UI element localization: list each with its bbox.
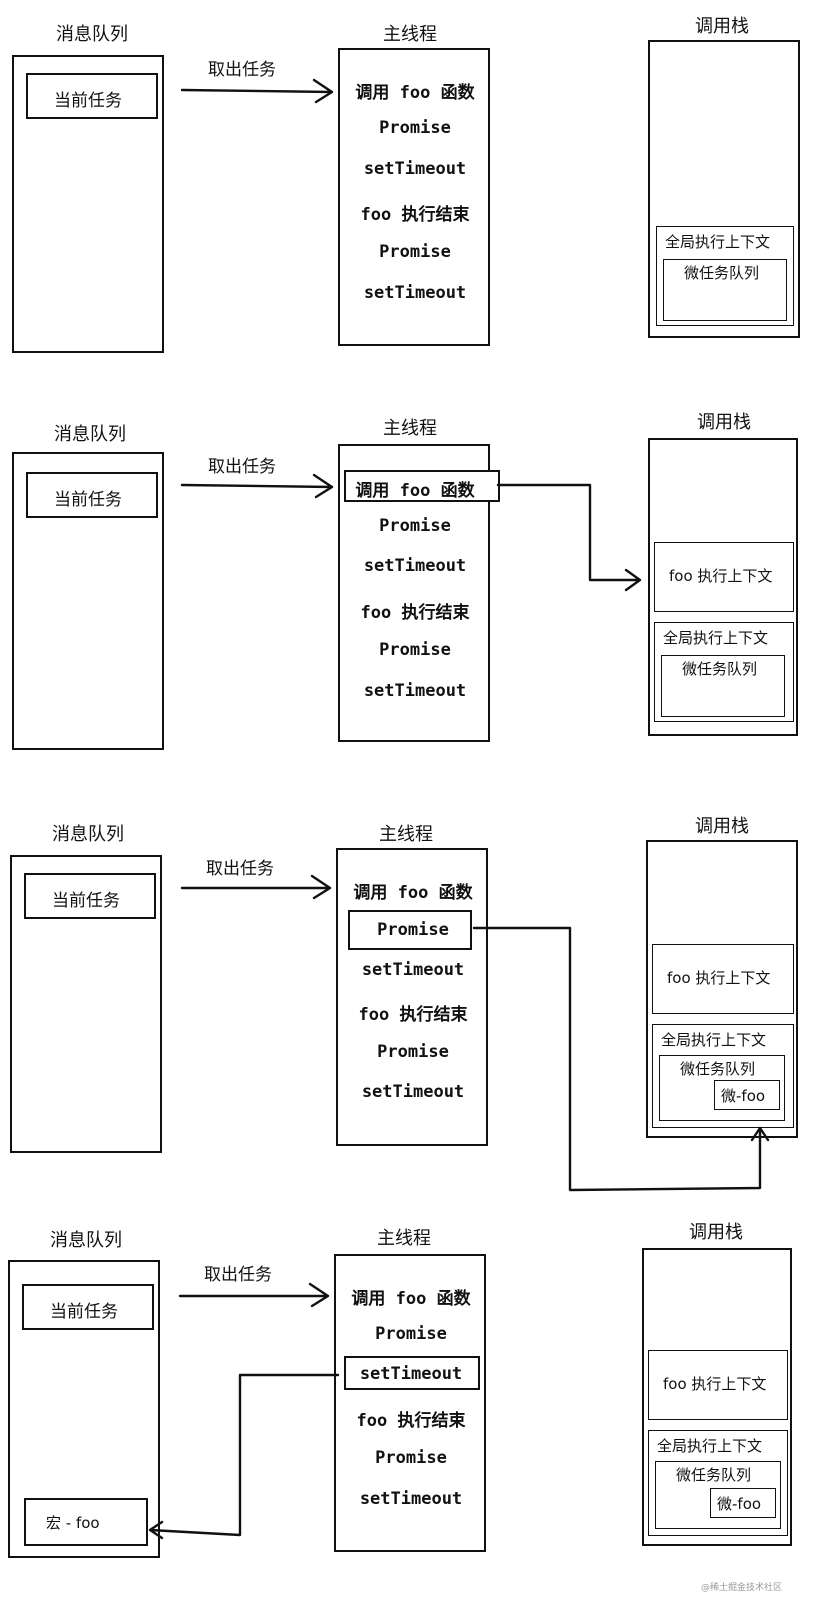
- current-task-label: 当前任务: [50, 1302, 118, 1322]
- message-queue-heading: 消息队列: [50, 1230, 122, 1251]
- task-item: 调用 foo 函数: [355, 481, 475, 501]
- microtask-queue-box: 微任务队列: [663, 259, 787, 321]
- current-task-box: 当前任务: [26, 472, 158, 518]
- task-item: setTimeout: [359, 1364, 463, 1384]
- watermark: @稀土掘金技术社区: [700, 1583, 782, 1593]
- main-thread-box: 调用 foo 函数 Promise setTimeout foo 执行结束 Pr…: [334, 1254, 486, 1552]
- task-item: Promise: [375, 1448, 447, 1468]
- task-item: 调用 foo 函数: [353, 883, 473, 903]
- call-stack-box: foo 执行上下文 全局执行上下文 微任务队列: [648, 438, 798, 736]
- main-thread-heading: 主线程: [377, 1228, 431, 1249]
- main-thread-heading: 主线程: [383, 24, 437, 45]
- call-stack-heading: 调用栈: [695, 816, 749, 837]
- message-queue-box: 当前任务: [10, 855, 162, 1153]
- task-item: setTimeout: [363, 681, 467, 701]
- call-stack-box: foo 执行上下文 全局执行上下文 微任务队列 微-foo: [642, 1248, 792, 1546]
- micro-foo-label: 微-foo: [721, 1087, 766, 1105]
- task-item: Promise: [379, 118, 451, 138]
- task-item: setTimeout: [359, 1489, 463, 1509]
- current-task-label: 当前任务: [52, 891, 120, 911]
- task-item: Promise: [377, 1042, 449, 1062]
- take-task-label: 取出任务: [208, 457, 276, 477]
- global-context-box: 全局执行上下文 微任务队列 微-foo: [652, 1024, 794, 1128]
- task-item: foo 执行结束: [360, 205, 470, 225]
- panel-2: 消息队列 当前任务 取出任务 主线程 调用 foo 函数 Promise set…: [0, 400, 822, 800]
- task-item: Promise: [375, 1324, 447, 1344]
- foo-context-box: foo 执行上下文: [648, 1350, 788, 1420]
- task-item: Promise: [379, 640, 451, 660]
- global-context-label: 全局执行上下文: [657, 1437, 763, 1455]
- global-context-label: 全局执行上下文: [665, 233, 771, 251]
- message-queue-box: 当前任务 宏 - foo: [8, 1260, 160, 1558]
- global-context-box: 全局执行上下文 微任务队列: [654, 622, 794, 722]
- task-item: foo 执行结束: [356, 1411, 466, 1431]
- message-queue-box: 当前任务: [12, 452, 164, 750]
- microtask-queue-box: 微任务队列 微-foo: [655, 1461, 781, 1529]
- microtask-queue-box: 微任务队列: [661, 655, 785, 717]
- task-item: Promise: [377, 920, 449, 940]
- task-item: setTimeout: [363, 283, 467, 303]
- call-stack-heading: 调用栈: [697, 412, 751, 433]
- highlight-box: [344, 1356, 480, 1390]
- macro-foo-box: 宏 - foo: [24, 1498, 148, 1546]
- take-task-label: 取出任务: [206, 859, 274, 879]
- current-task-box: 当前任务: [26, 73, 158, 119]
- message-queue-heading: 消息队列: [52, 824, 124, 845]
- take-task-label: 取出任务: [204, 1265, 272, 1285]
- call-stack-heading: 调用栈: [695, 16, 749, 37]
- task-item: 调用 foo 函数: [351, 1289, 471, 1309]
- main-thread-box: 调用 foo 函数 Promise setTimeout foo 执行结束 Pr…: [338, 444, 500, 742]
- message-queue-box: 当前任务: [12, 55, 164, 353]
- micro-foo-box: 微-foo: [710, 1488, 776, 1518]
- microtask-queue-box: 微任务队列 微-foo: [659, 1055, 785, 1121]
- task-item: setTimeout: [363, 159, 467, 179]
- highlight-box: [348, 910, 472, 950]
- main-thread-box: 调用 foo 函数 Promise setTimeout foo 执行结束 Pr…: [336, 848, 488, 1146]
- task-item: Promise: [379, 516, 451, 536]
- task-item: foo 执行结束: [358, 1005, 468, 1025]
- current-task-box: 当前任务: [22, 1284, 154, 1330]
- panel-3: 消息队列 当前任务 取出任务 主线程 调用 foo 函数 Promise set…: [0, 800, 822, 1200]
- foo-context-label: foo 执行上下文: [663, 1375, 767, 1393]
- take-task-label: 取出任务: [208, 60, 276, 80]
- foo-context-label: foo 执行上下文: [667, 969, 771, 987]
- message-queue-heading: 消息队列: [56, 24, 128, 45]
- global-context-box: 全局执行上下文 微任务队列: [656, 226, 794, 326]
- panel-4: 消息队列 当前任务 宏 - foo 取出任务 主线程 调用 foo 函数 Pro…: [0, 1200, 822, 1600]
- current-task-label: 当前任务: [54, 490, 122, 510]
- foo-context-box: foo 执行上下文: [652, 944, 794, 1014]
- microtask-queue-label: 微任务队列: [682, 660, 758, 678]
- panel-1: 消息队列 当前任务 取出任务 主线程 调用 foo 函数 Promise set…: [0, 0, 822, 400]
- global-context-label: 全局执行上下文: [661, 1031, 767, 1049]
- task-item: Promise: [379, 242, 451, 262]
- microtask-queue-label: 微任务队列: [676, 1466, 752, 1484]
- main-thread-heading: 主线程: [383, 418, 437, 439]
- call-stack-heading: 调用栈: [689, 1222, 743, 1243]
- main-thread-box: 调用 foo 函数 Promise setTimeout foo 执行结束 Pr…: [338, 48, 490, 346]
- call-stack-box: 全局执行上下文 微任务队列: [648, 40, 800, 338]
- global-context-box: 全局执行上下文 微任务队列 微-foo: [648, 1430, 788, 1536]
- macro-foo-label: 宏 - foo: [46, 1514, 100, 1532]
- current-task-label: 当前任务: [54, 91, 122, 111]
- highlight-box: [344, 470, 500, 502]
- foo-context-label: foo 执行上下文: [669, 567, 773, 585]
- call-stack-box: foo 执行上下文 全局执行上下文 微任务队列 微-foo: [646, 840, 798, 1138]
- micro-foo-box: 微-foo: [714, 1080, 780, 1110]
- task-item: setTimeout: [363, 556, 467, 576]
- micro-foo-label: 微-foo: [717, 1495, 762, 1513]
- task-item: setTimeout: [361, 960, 465, 980]
- microtask-queue-label: 微任务队列: [680, 1060, 756, 1078]
- main-thread-heading: 主线程: [379, 824, 433, 845]
- microtask-queue-label: 微任务队列: [684, 264, 760, 282]
- message-queue-heading: 消息队列: [54, 424, 126, 445]
- task-item: foo 执行结束: [360, 603, 470, 623]
- global-context-label: 全局执行上下文: [663, 629, 769, 647]
- current-task-box: 当前任务: [24, 873, 156, 919]
- foo-context-box: foo 执行上下文: [654, 542, 794, 612]
- task-item: 调用 foo 函数: [355, 83, 475, 103]
- task-item: setTimeout: [361, 1082, 465, 1102]
